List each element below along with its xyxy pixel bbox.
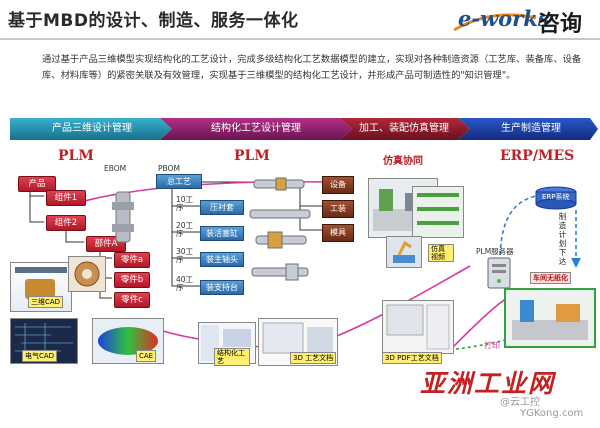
eworks-logo: e-works 咨询 bbox=[452, 4, 592, 37]
node-product: 产品 bbox=[18, 176, 56, 192]
sim-video-label: 仿真视频 bbox=[428, 244, 454, 262]
ebom-label: EBOM bbox=[104, 164, 127, 173]
logo-brand: e-works bbox=[458, 6, 550, 31]
watermark-url: YGKong.com bbox=[520, 408, 584, 419]
server-icon bbox=[487, 257, 511, 289]
stage-arrow-1 bbox=[10, 118, 172, 140]
plan-vertical-label: 制造计划下达 bbox=[558, 212, 567, 266]
step40-name: 装支持台 bbox=[200, 280, 244, 295]
workshop-thumbnail bbox=[504, 288, 596, 348]
stage-label-1: 产品三维设计管理 bbox=[52, 123, 132, 134]
page-title: 基于MBD的设计、制造、服务一体化 bbox=[8, 11, 299, 31]
resource-equipment: 设备 bbox=[322, 176, 354, 194]
pbom-label: PBOM bbox=[158, 164, 180, 173]
step40-num: 40工序 bbox=[176, 275, 194, 292]
cad3d-label: 三维CAD bbox=[28, 296, 64, 308]
workshop-label: 车间无纸化 bbox=[530, 272, 571, 284]
stage-label-3: 加工、装配仿真管理 bbox=[359, 123, 449, 134]
plm-left-header: PLM bbox=[58, 148, 94, 164]
plm-mid-header: PLM bbox=[234, 148, 270, 164]
header-divider bbox=[0, 38, 600, 40]
pdf3d-thumbnail bbox=[382, 300, 454, 354]
step30-name: 装主轴头 bbox=[200, 252, 244, 267]
resource-fixture: 工装 bbox=[322, 200, 354, 218]
simulation-shelf-thumbnail bbox=[412, 186, 464, 238]
stage-arrow-3 bbox=[340, 118, 470, 140]
erp-header: ERP/MES bbox=[500, 148, 575, 164]
watermark-cn: 亚洲工业网 bbox=[420, 369, 556, 398]
stage-label-2: 结构化工艺设计管理 bbox=[211, 123, 301, 134]
description-text: 通过基于产品三维模型实现结构化的工艺设计，完成多级结构化工艺数据模型的建立，实现… bbox=[42, 54, 582, 81]
step10-num: 10工序 bbox=[176, 195, 194, 212]
node-part-a: 零件a bbox=[114, 252, 150, 268]
ecad-label: 电气CAD bbox=[22, 350, 58, 362]
node-comp1: 组件1 bbox=[46, 190, 86, 206]
pdf3d-label: 3D PDF工艺文档 bbox=[382, 352, 442, 364]
struct-proc-label: 结构化工艺 bbox=[214, 348, 250, 366]
stage-arrow-4 bbox=[458, 118, 598, 140]
watermark-at: @云工控 bbox=[500, 397, 540, 408]
cae-thumbnail bbox=[92, 318, 164, 364]
cae-label: CAE bbox=[136, 350, 157, 362]
step10-name: 压衬套 bbox=[200, 200, 244, 215]
node-main-process: 总工艺 bbox=[156, 174, 202, 189]
logo-swoosh-icon bbox=[453, 13, 537, 32]
stage-label-4: 生产制造管理 bbox=[501, 123, 561, 134]
down-arrow-icon bbox=[571, 210, 581, 268]
proc3d-label: 3D 工艺文档 bbox=[290, 352, 337, 364]
node-part-b: 零件b bbox=[114, 272, 150, 288]
resource-mold: 模具 bbox=[322, 224, 354, 242]
node-comp2: 组件2 bbox=[46, 215, 86, 231]
shaft-parts-icon bbox=[249, 177, 311, 281]
process-arrow-bar bbox=[10, 118, 598, 140]
step30-num: 30工序 bbox=[176, 247, 194, 264]
print-label: 打印 bbox=[484, 341, 500, 350]
erp-database-icon bbox=[535, 186, 577, 210]
sim-header: 仿真协同 bbox=[383, 156, 423, 167]
flange-part-thumbnail bbox=[68, 256, 106, 292]
step20-name: 装活塞缸 bbox=[200, 226, 244, 241]
erp-system-label: ERP系统 bbox=[542, 193, 570, 201]
step20-num: 20工序 bbox=[176, 221, 194, 238]
logo-suffix: 咨询 bbox=[538, 12, 583, 37]
plm-server-label: PLM服务器 bbox=[476, 247, 514, 256]
stage-arrow-2 bbox=[160, 118, 352, 140]
part-cylinder-icon bbox=[112, 191, 134, 243]
simulation-robot-thumbnail bbox=[386, 236, 422, 268]
node-part-c: 零件c bbox=[114, 292, 150, 308]
